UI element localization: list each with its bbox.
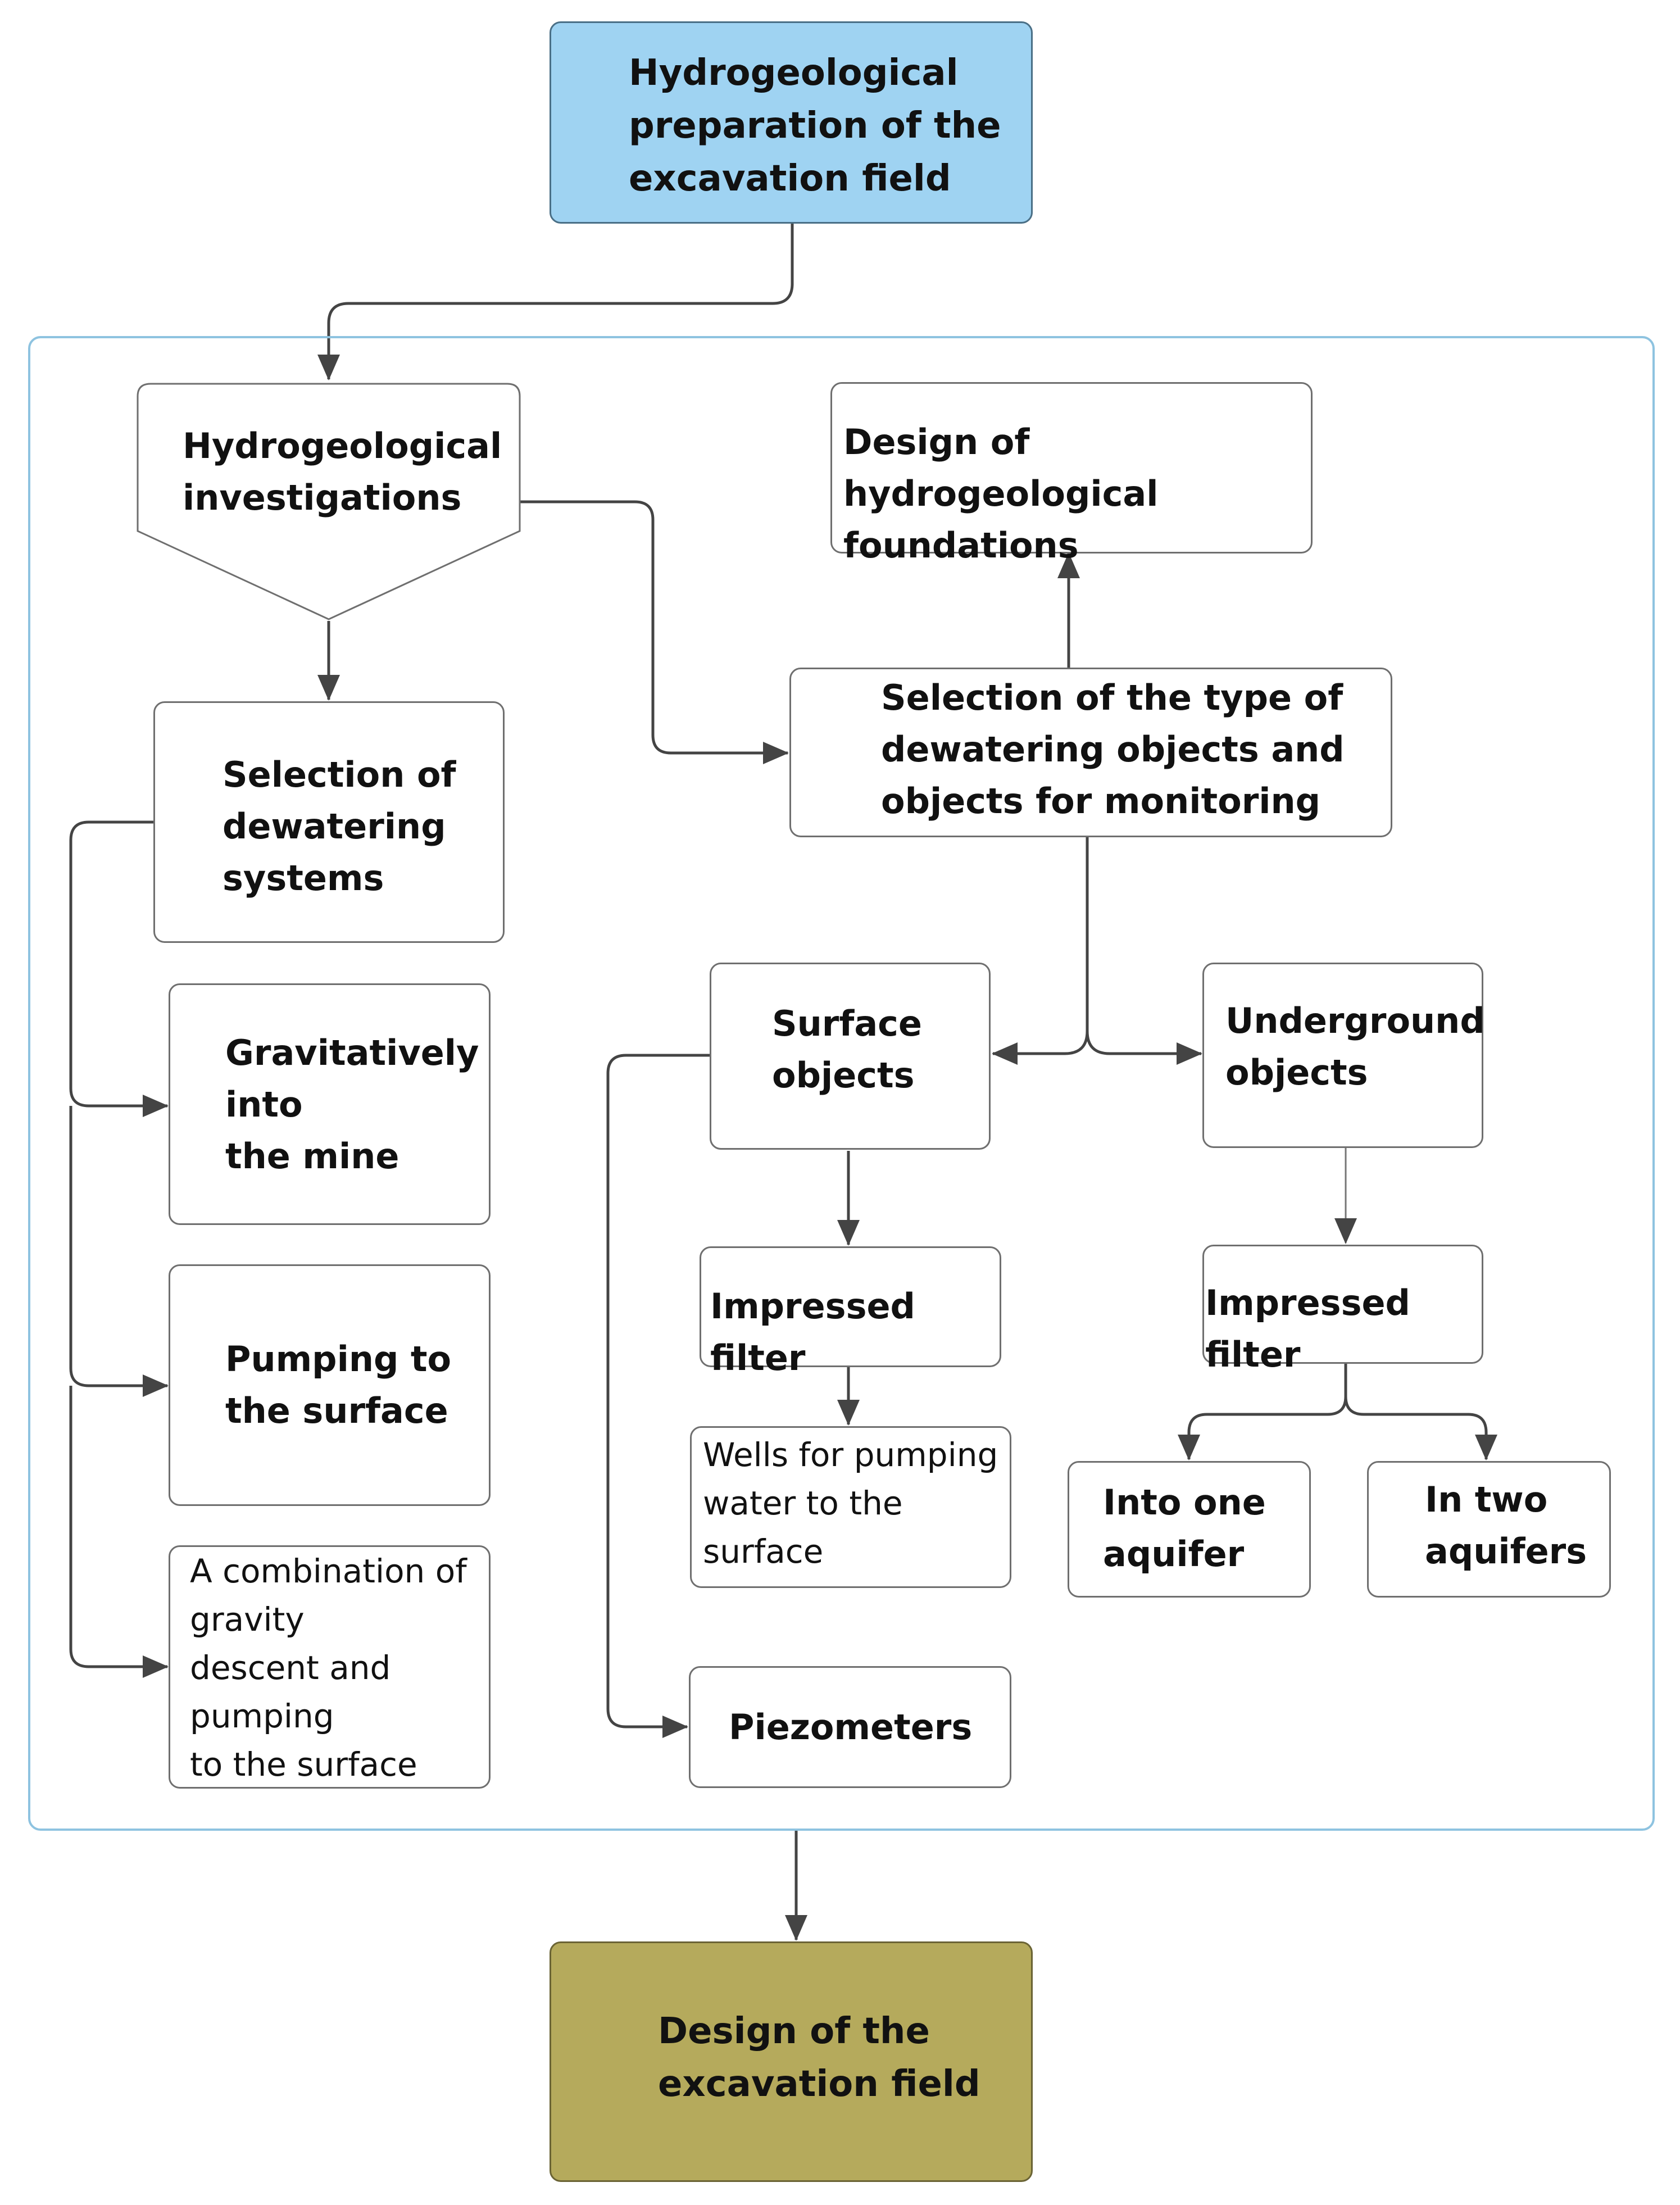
node-underground-objects: Underground objects: [1202, 963, 1485, 1148]
node-wells: Wells for pumping water to the surface: [690, 1426, 1011, 1588]
node-design-excavation-field: Design of the excavation field: [550, 1941, 1033, 2182]
connector-systems-combination: [69, 1386, 169, 1678]
node-impressed-filter-surface: Impressed filter: [700, 1246, 1001, 1378]
connector-systems-pumping: [69, 1106, 169, 1397]
investigations-shape: [137, 383, 521, 620]
process-frame: [28, 336, 1655, 1831]
connector-systems-gravity: [69, 820, 169, 1117]
node-hydrogeological-preparation: Hydrogeological preparation of the excav…: [550, 21, 1033, 224]
node-piezometers: Piezometers: [689, 1666, 1011, 1788]
node-combination: A combination of gravity descent and pum…: [169, 1545, 491, 1789]
connector-type-underground: [1086, 1031, 1202, 1065]
node-impressed-filter-underground: Impressed filter: [1202, 1245, 1483, 1375]
connector-filter-one-aquifer: [1178, 1364, 1347, 1460]
node-into-one-aquifer: Into one aquifer: [1068, 1461, 1311, 1598]
node-gravitatively: Gravitatively into the mine: [169, 983, 491, 1225]
node-selection-systems: Selection of dewatering systems: [153, 701, 505, 943]
node-design-foundations: Design of hydrogeological foundations: [830, 382, 1313, 566]
connector-investigations-type: [520, 500, 789, 764]
connector-prep-investigations: [317, 224, 794, 380]
node-surface-objects: Surface objects: [710, 963, 991, 1150]
node-pumping: Pumping to the surface: [169, 1264, 491, 1506]
connector-filter-two-aquifers: [1344, 1396, 1497, 1460]
node-in-two-aquifers: In two aquifers: [1367, 1461, 1611, 1598]
node-hydrogeological-investigations: Hydrogeological investigations: [183, 425, 502, 518]
connector-surface-piezometers: [606, 1054, 711, 1738]
node-selection-type: Selection of the type of dewatering obje…: [789, 668, 1392, 837]
